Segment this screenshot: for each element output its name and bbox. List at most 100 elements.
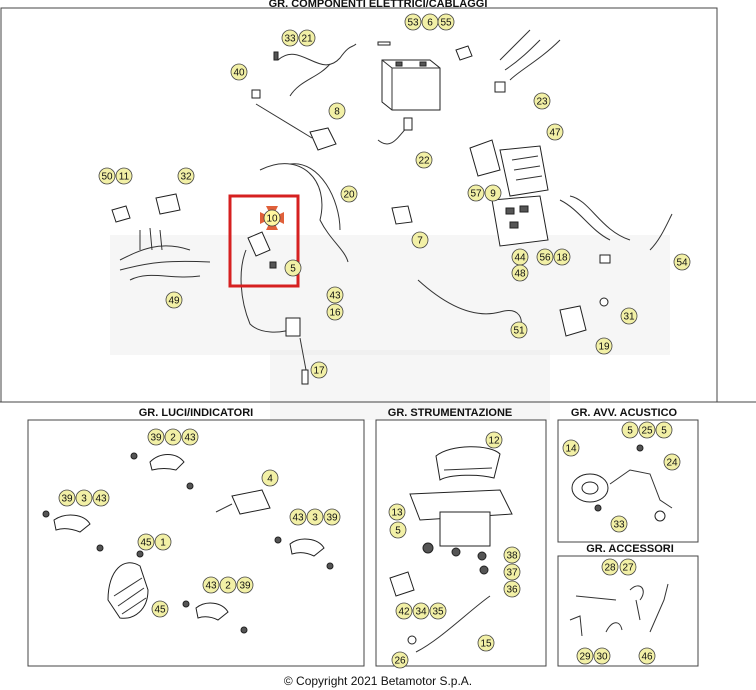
callout-6: 6 bbox=[421, 13, 439, 31]
callout-circle bbox=[638, 421, 656, 439]
callout-37: 37 bbox=[503, 563, 521, 581]
callout-22: 22 bbox=[415, 151, 433, 169]
callout-circle bbox=[467, 184, 485, 202]
callout-circle bbox=[546, 123, 564, 141]
callout-label: 45 bbox=[154, 605, 166, 616]
callout-label: 19 bbox=[598, 342, 610, 353]
callout-25: 25 bbox=[638, 421, 656, 439]
callout-circle bbox=[576, 647, 594, 665]
callout-label: 48 bbox=[514, 269, 526, 280]
callout-circle bbox=[137, 533, 155, 551]
callout-label: 31 bbox=[623, 312, 635, 323]
callout-circle bbox=[115, 167, 133, 185]
callout-45: 45 bbox=[151, 600, 169, 618]
callout-53: 53 bbox=[404, 13, 422, 31]
section-frames bbox=[0, 7, 756, 667]
callout-8: 8 bbox=[328, 102, 346, 120]
callout-43: 43 bbox=[181, 428, 199, 446]
callout-circle bbox=[165, 291, 183, 309]
callout-circle bbox=[429, 602, 447, 620]
callout-circle bbox=[230, 63, 248, 81]
callout-circle bbox=[395, 602, 413, 620]
callout-label: 5 bbox=[395, 526, 401, 537]
callout-label: 11 bbox=[119, 172, 130, 183]
callout-circle bbox=[411, 231, 429, 249]
callout-label: 35 bbox=[432, 607, 444, 618]
callout-circle bbox=[147, 428, 165, 446]
callout-32: 32 bbox=[177, 167, 195, 185]
callout-39: 39 bbox=[236, 576, 254, 594]
callout-45: 45 bbox=[137, 533, 155, 551]
callout-38: 38 bbox=[503, 546, 521, 564]
callout-circle bbox=[621, 421, 639, 439]
callout-29: 29 bbox=[576, 647, 594, 665]
callout-label: 39 bbox=[61, 494, 73, 505]
copyright-footer: © Copyright 2021 Betamotor S.p.A. bbox=[283, 674, 473, 688]
callout-circle bbox=[310, 361, 328, 379]
callout-23: 23 bbox=[533, 92, 551, 110]
callout-label: 20 bbox=[343, 190, 355, 201]
callout-circle bbox=[477, 634, 495, 652]
callout-55: 55 bbox=[437, 13, 455, 31]
callout-35: 35 bbox=[429, 602, 447, 620]
callout-circle bbox=[620, 307, 638, 325]
callout-circle bbox=[485, 431, 503, 449]
callout-circle bbox=[553, 248, 571, 266]
watermark bbox=[110, 235, 670, 420]
callout-circle bbox=[503, 546, 521, 564]
callout-42: 42 bbox=[395, 602, 413, 620]
callout-33: 33 bbox=[281, 29, 299, 47]
callout-label: 6 bbox=[427, 18, 433, 29]
callout-28: 28 bbox=[601, 558, 619, 576]
callout-label: 10 bbox=[266, 214, 278, 225]
callout-15: 15 bbox=[477, 634, 495, 652]
callout-label: 43 bbox=[292, 513, 304, 524]
callout-27: 27 bbox=[619, 558, 637, 576]
callout-label: 12 bbox=[488, 436, 500, 447]
callout-7: 7 bbox=[411, 231, 429, 249]
callout-24: 24 bbox=[663, 453, 681, 471]
callout-label: 7 bbox=[417, 236, 423, 247]
callout-circle bbox=[177, 167, 195, 185]
callout-1: 1 bbox=[154, 533, 172, 551]
callout-label: 36 bbox=[506, 585, 518, 596]
callout-56: 56 bbox=[536, 248, 554, 266]
callout-label: 3 bbox=[312, 513, 318, 524]
callout-circle bbox=[202, 576, 220, 594]
callout-circle bbox=[619, 558, 637, 576]
callout-label: 39 bbox=[239, 581, 251, 592]
callout-circle bbox=[484, 184, 502, 202]
callout-17: 17 bbox=[310, 361, 328, 379]
callout-label: 25 bbox=[641, 426, 653, 437]
parts-lights bbox=[42, 452, 334, 634]
callout-43: 43 bbox=[289, 508, 307, 526]
callout-12: 12 bbox=[485, 431, 503, 449]
callout-43: 43 bbox=[92, 489, 110, 507]
callout-43: 43 bbox=[202, 576, 220, 594]
callout-circle bbox=[236, 576, 254, 594]
callout-label: 47 bbox=[549, 128, 561, 139]
callout-label: 54 bbox=[676, 258, 688, 269]
callout-label: 43 bbox=[95, 494, 107, 505]
callout-circle bbox=[281, 29, 299, 47]
callout-circle bbox=[92, 489, 110, 507]
callout-label: 13 bbox=[391, 508, 403, 519]
callout-49: 49 bbox=[165, 291, 183, 309]
callout-circle bbox=[536, 248, 554, 266]
callout-13: 13 bbox=[388, 503, 406, 521]
callout-5: 5 bbox=[655, 421, 673, 439]
callout-label: 43 bbox=[184, 433, 196, 444]
callout-label: 1 bbox=[160, 538, 166, 549]
callout-circle bbox=[595, 337, 613, 355]
callout-circle bbox=[655, 421, 673, 439]
callout-label: 43 bbox=[329, 291, 341, 302]
callout-label: 34 bbox=[415, 607, 427, 618]
callout-19: 19 bbox=[595, 337, 613, 355]
callout-circle bbox=[75, 489, 93, 507]
callout-circle bbox=[601, 558, 619, 576]
callout-circle bbox=[638, 647, 656, 665]
callout-circle bbox=[593, 647, 611, 665]
callout-circle bbox=[151, 600, 169, 618]
callout-circle bbox=[533, 92, 551, 110]
